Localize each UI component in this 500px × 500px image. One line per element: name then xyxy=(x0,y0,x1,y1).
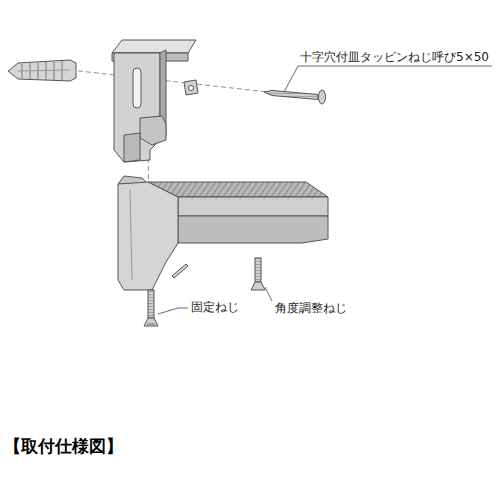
part-callout: 角度調整ねじ xyxy=(275,301,347,315)
fixing-screw xyxy=(144,290,158,326)
part-callout: 固定ねじ xyxy=(191,300,239,314)
figure-caption: 【取付仕様図】 xyxy=(4,436,123,456)
leader-line xyxy=(158,66,492,314)
screw-callout: 十字穴付皿タッピンねじ呼び5×50 xyxy=(300,50,489,64)
wall-plug xyxy=(8,60,76,81)
shelf-bracket xyxy=(118,176,328,290)
adjust-pin xyxy=(172,264,188,278)
square-washer xyxy=(184,80,198,95)
wall-plate xyxy=(112,40,196,162)
tapping-screw xyxy=(264,90,326,104)
assembly-axis xyxy=(70,70,268,92)
angle-screw xyxy=(251,258,265,290)
